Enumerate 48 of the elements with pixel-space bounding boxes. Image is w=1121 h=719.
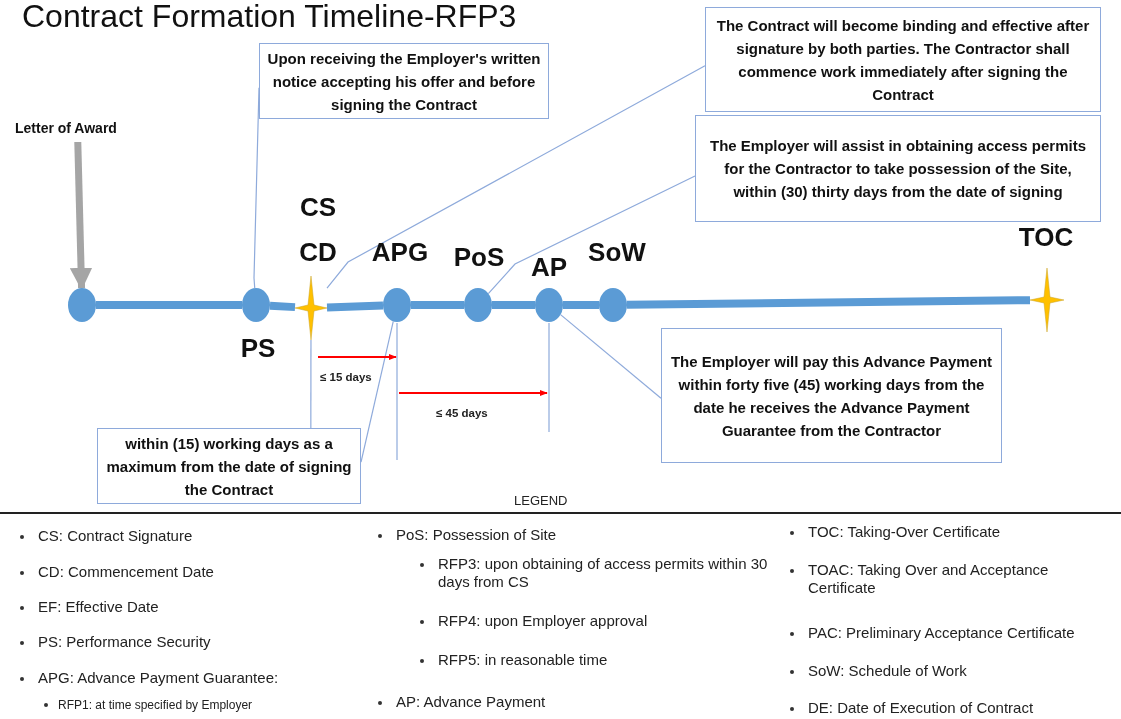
timeline-bar bbox=[326, 301, 384, 312]
milestone-label: APG bbox=[371, 237, 429, 267]
callout-box: within (15) working days as a maximum from the date of signing the Contract bbox=[97, 428, 361, 504]
milestone-text: Letter of Award bbox=[15, 120, 140, 142]
arrow bbox=[69, 141, 93, 291]
leader-line bbox=[310, 339, 312, 429]
legend-item: TOC: Taking-Over Certificate bbox=[808, 523, 1000, 541]
dimension-label: ≤ 45 days bbox=[436, 406, 488, 421]
milestone-label: CD bbox=[299, 237, 337, 267]
dimension-label: ≤ 15 days bbox=[320, 370, 372, 385]
legend-item: PS: Performance Security bbox=[38, 633, 211, 651]
legend-item: AP: Advance Payment bbox=[396, 693, 546, 711]
legend-heading: LEGEND bbox=[514, 492, 568, 510]
milestone-label: CS bbox=[299, 192, 337, 222]
legend-item: SoW: Schedule of Work bbox=[808, 662, 967, 680]
legend-item: PAC: Preliminary Acceptance Certificate bbox=[808, 624, 1075, 642]
callout-box: The Employer will pay this Advance Payment within forty five (45) working days from the date he receives the Advance Payment Guarantee from the Contractor bbox=[661, 328, 1002, 463]
milestone-label: PS bbox=[240, 333, 276, 363]
legend-item: RFP3: upon obtaining of access permits within 30 days from CS bbox=[438, 555, 768, 591]
legend-item: EF: Effective Date bbox=[38, 598, 159, 616]
callout-box: The Employer will assist in obtaining access permits for the Contractor to take possession of the Site, within (30) thirty days from the date of signing bbox=[695, 115, 1101, 222]
diagram-title: Contract Formation Timeline-RFP3 bbox=[22, 0, 517, 35]
leader-line bbox=[487, 175, 696, 295]
legend-item: RFP5: in reasonable time bbox=[438, 651, 608, 669]
leader-line bbox=[326, 65, 706, 289]
callout-box: Upon receiving the Employer's written notice accepting his offer and before signing the Contract bbox=[259, 43, 549, 119]
milestone-label: SoW bbox=[588, 237, 646, 267]
legend-item: TOAC: Taking Over and Acceptance Certificate bbox=[808, 561, 1050, 597]
milestone-label: AP bbox=[530, 252, 568, 282]
timeline-bar bbox=[492, 301, 535, 309]
leader-line bbox=[559, 314, 662, 399]
legend-item: RFP4: upon Employer approval bbox=[438, 612, 648, 630]
milestone-label: PoS bbox=[453, 242, 505, 272]
timeline-bar bbox=[563, 301, 599, 309]
legend-item: CS: Contract Signature bbox=[38, 527, 193, 545]
legend-item: DE: Date of Execution of Contract bbox=[808, 699, 1034, 717]
leader-line bbox=[360, 320, 394, 463]
legend-item: CD: Commencement Date bbox=[38, 563, 214, 581]
legend-item: PoS: Possession of Site bbox=[396, 526, 557, 544]
timeline-bar bbox=[96, 301, 242, 309]
milestone-circle bbox=[68, 288, 96, 322]
timeline-bar bbox=[269, 301, 296, 312]
legend-item: RFP1: at time specified by Employer bbox=[58, 697, 253, 714]
timeline-bar bbox=[626, 296, 1031, 309]
timeline-bar bbox=[411, 301, 464, 309]
callout-box: The Contract will become binding and effective after signature by both parties. The Contractor shall commence work immediately after signing the Contract bbox=[705, 7, 1101, 112]
legend-item: APG: Advance Payment Guarantee: bbox=[38, 669, 279, 687]
milestone-label: TOC bbox=[1018, 222, 1074, 252]
